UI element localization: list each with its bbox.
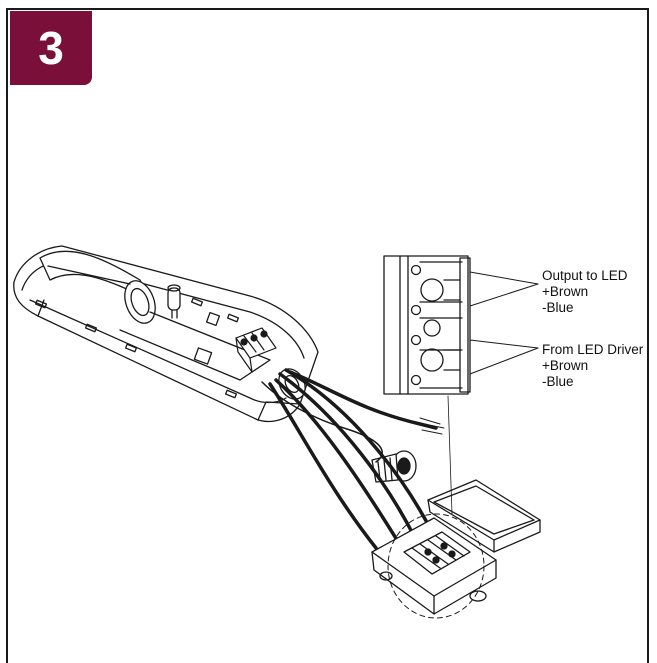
callout-arrows	[469, 271, 539, 375]
wiring-cables	[261, 368, 445, 550]
output-positive: +Brown	[542, 284, 589, 299]
sensor-housing	[13, 245, 319, 423]
junction-box	[371, 395, 541, 619]
connector-detail	[383, 255, 471, 395]
input-title: From LED Driver	[542, 342, 644, 357]
input-negative: -Blue	[542, 374, 574, 389]
output-to-led-label: Output to LED +Brown -Blue	[542, 268, 628, 316]
output-title: Output to LED	[542, 268, 628, 283]
step-badge: 3	[10, 11, 92, 85]
from-led-driver-label: From LED Driver +Brown -Blue	[542, 342, 643, 390]
input-positive: +Brown	[542, 358, 589, 373]
step-number: 3	[38, 22, 64, 74]
output-negative: -Blue	[542, 300, 574, 315]
